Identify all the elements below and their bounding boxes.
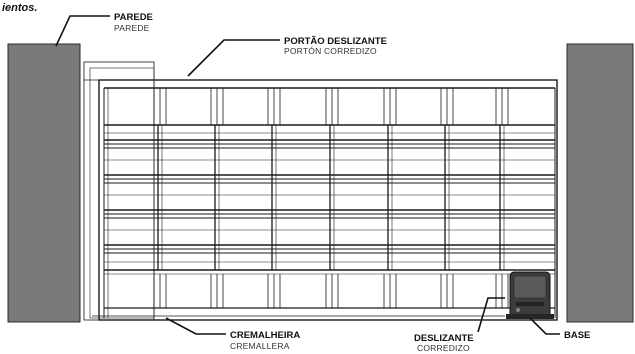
gate-posts <box>153 88 509 308</box>
label-rack: CREMALHEIRA <box>230 330 300 341</box>
label-slider: DESLIZANTE <box>414 333 474 344</box>
label-rack-sub: CREMALLERA <box>230 341 290 351</box>
gate-motor <box>506 271 554 319</box>
sliding-gate <box>83 61 558 321</box>
label-wall: PAREDE <box>114 12 153 23</box>
wall-left <box>7 43 81 323</box>
caption-text: ientos. <box>2 2 37 14</box>
label-gate-sub: PORTÓN CORREDIZO <box>284 46 377 56</box>
label-base: BASE <box>564 330 590 341</box>
label-slider-sub: CORREDIZO <box>417 343 470 353</box>
leader-lines <box>55 15 560 335</box>
wall-right <box>566 43 634 323</box>
label-wall-sub: PAREDE <box>114 23 150 33</box>
label-gate: PORTÃO DESLIZANTE <box>284 36 387 47</box>
